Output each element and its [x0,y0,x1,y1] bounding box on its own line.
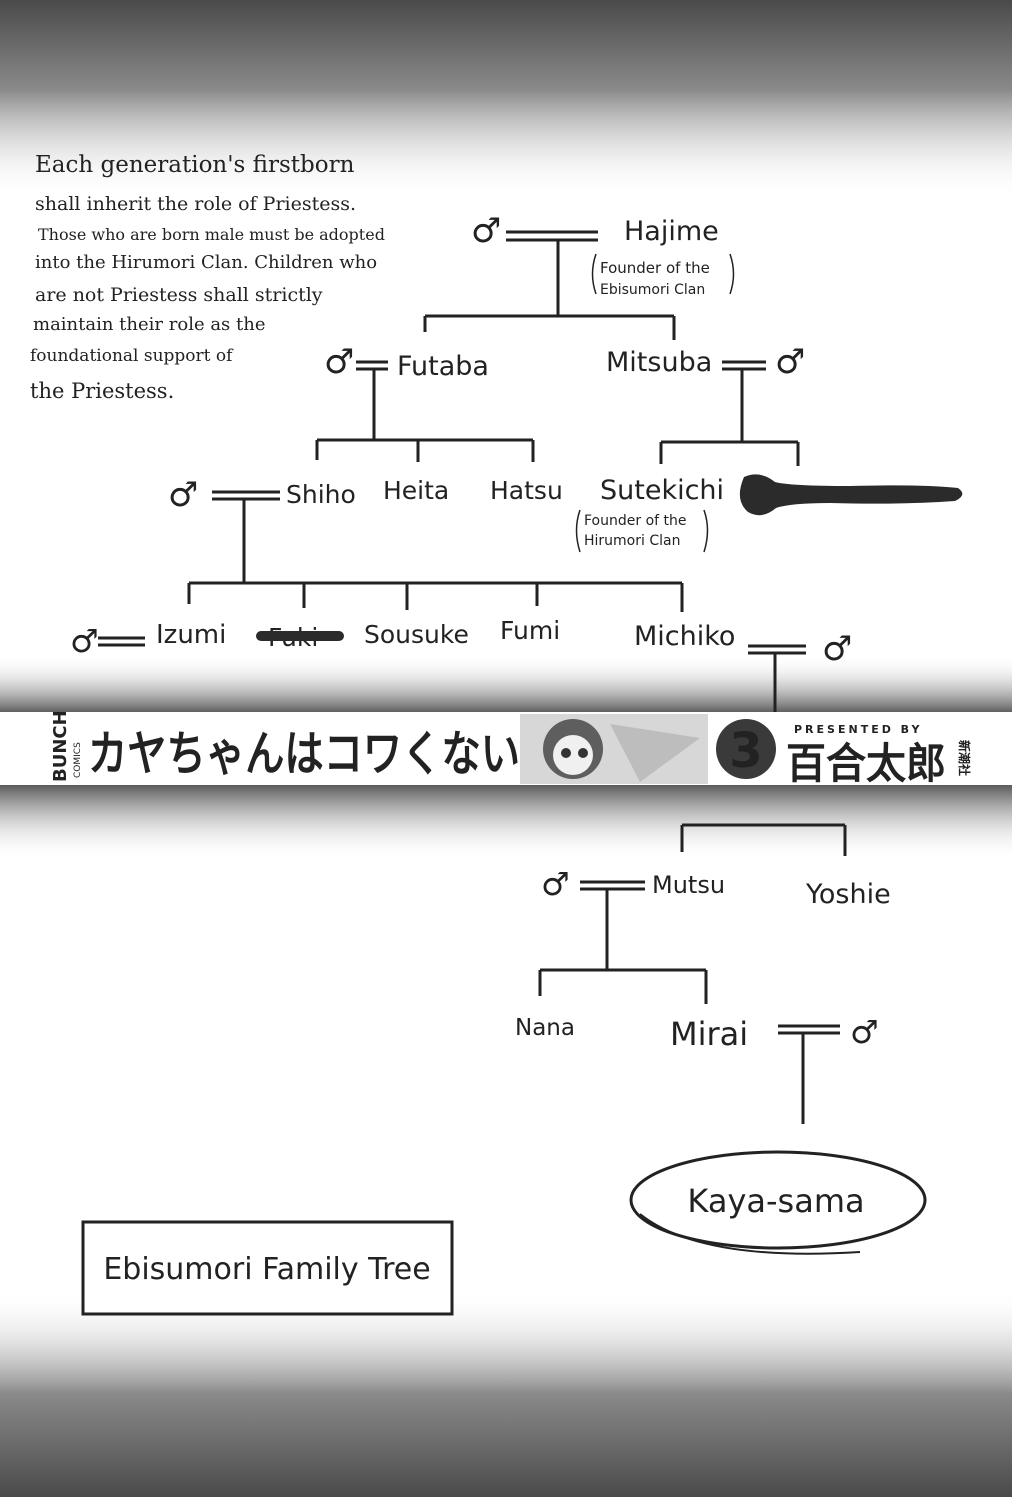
male-symbol-icon: ♂ [775,342,805,382]
rule-note-line: the Priestess. [30,379,174,403]
male-symbol-icon: ♂ [70,622,99,660]
rule-note-line: maintain their role as the [33,314,266,335]
name-sutekichi: Sutekichi [600,475,724,506]
name-izumi: Izumi [156,620,226,650]
rule-note-line: shall inherit the role of Priestess. [35,193,356,215]
rule-note-line: foundational support of [30,346,234,366]
note-sutekichi: Founder of the [584,513,687,529]
male-symbol-icon: ♂ [324,342,354,382]
name-hatsu: Hatsu [490,476,563,505]
scribble-redaction [739,474,963,516]
name-yoshie: Yoshie [805,879,891,910]
name-mirai: Mirai [670,1015,748,1053]
rule-note-line: into the Hirumori Clan. Children who [35,252,377,273]
kaya-oval: Kaya-sama [629,1150,927,1255]
note-hajime: Founder of the [600,259,710,277]
tree-names: Hajime Founder of the Ebisumori Clan Fut… [156,216,891,1053]
name-futaba: Futaba [397,351,489,382]
name-fumi: Fumi [500,616,560,645]
caption-box: Ebisumori Family Tree [81,1220,454,1316]
male-symbol-icon: ♂ [541,865,570,903]
name-shiho: Shiho [286,480,356,509]
banner-imprint-sub: COMICS [73,742,83,778]
rule-note-line: Those who are born male must be adopted [38,225,385,244]
banner-title: カヤちゃんはコワくない [88,726,520,782]
banner-volume: 3 [729,723,762,779]
name-mutsu: Mutsu [652,871,725,899]
rule-note-line: are not Priestess shall strictly [35,284,323,306]
male-symbol-icon: ♂ [822,629,852,669]
strikethrough-mark [256,631,344,641]
banner-presented-by: PRESENTED BY [794,723,922,736]
caption-text: Ebisumori Family Tree [103,1252,430,1287]
banner-imprint: BUNCH [50,710,71,782]
note-hajime: Ebisumori Clan [600,282,705,298]
note-brackets [575,253,735,553]
male-symbol-icon: ♂ [850,1013,879,1051]
note-sutekichi: Hirumori Clan [584,533,680,549]
banner-author: 百合太郎 [786,739,946,788]
banner-publisher: 新潮社 [957,740,972,776]
rule-note-line: Each generation's firstborn [35,152,355,178]
name-sousuke: Sousuke [364,620,469,649]
name-michiko: Michiko [634,621,735,652]
male-symbol-icon: ♂ [471,211,501,251]
rule-note: Each generation's firstborn shall inheri… [30,152,385,403]
name-mitsuba: Mitsuba [606,347,712,378]
title-banner: BUNCH COMICS カヤちゃんはコワくない 3 PRESENTED BY … [0,710,1012,788]
name-hajime: Hajime [624,216,719,247]
male-symbols: ♂ ♂ ♂ ♂ ♂ ♂ ♂ ♂ [70,211,879,1051]
name-heita: Heita [383,476,449,505]
name-nana: Nana [515,1015,575,1041]
tree-lines [98,230,847,1124]
volume-badge [716,719,776,779]
name-kaya: Kaya-sama [687,1182,864,1220]
male-symbol-icon: ♂ [168,475,198,515]
